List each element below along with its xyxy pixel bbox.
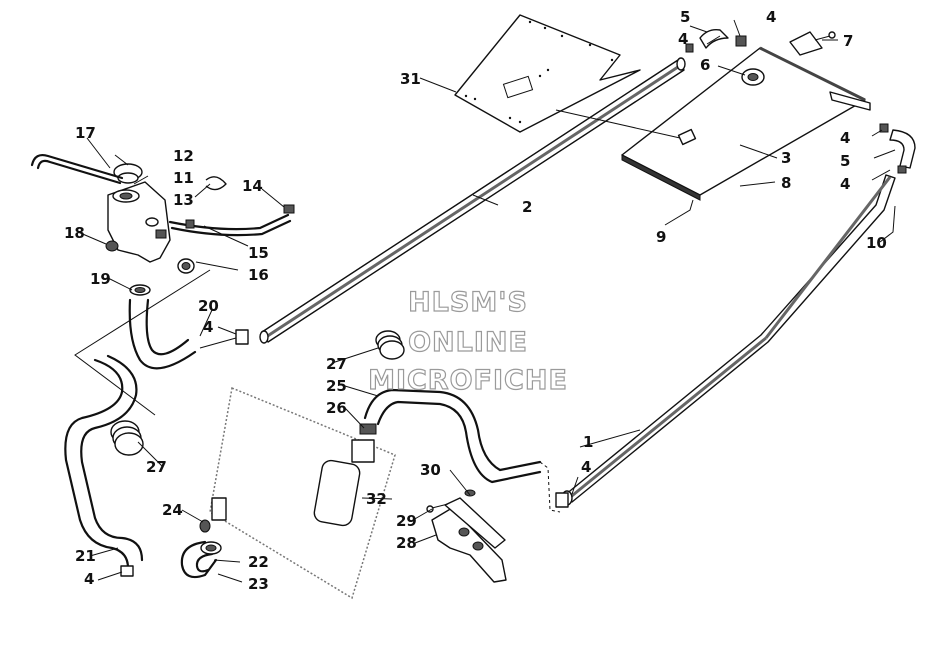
callout-28: 28	[396, 534, 417, 552]
part-17-vent-hose	[30, 153, 124, 185]
callout-4-upper: 4	[678, 30, 688, 48]
callout-5-right: 5	[840, 152, 850, 170]
callout-2: 2	[522, 198, 532, 216]
callout-19: 19	[90, 270, 111, 288]
part-25-hose	[359, 388, 542, 484]
callout-10: 10	[866, 234, 887, 252]
part-12-cap	[113, 163, 143, 184]
part-24-clamp	[199, 519, 211, 533]
part-29-bolt	[426, 503, 449, 513]
callout-5-upper: 5	[680, 8, 690, 26]
part-19-clamp	[129, 284, 151, 296]
callout-13: 13	[173, 191, 194, 209]
callout-4-hose-21: 4	[84, 570, 94, 588]
callout-12: 12	[173, 147, 194, 165]
callout-26: 26	[326, 399, 347, 417]
callout-7: 7	[843, 32, 853, 50]
callout-22: 22	[248, 553, 269, 571]
part-11-coolant-reservoir	[107, 181, 171, 263]
callout-15: 15	[248, 244, 269, 262]
part-5-right-elbow	[879, 123, 916, 174]
part-7-bracket-bolt	[789, 31, 836, 56]
callout-17: 17	[75, 124, 96, 142]
part-21-hose	[64, 354, 144, 577]
callout-9: 9	[656, 228, 666, 246]
watermark-line-1: HLSM'S	[408, 287, 528, 318]
watermark: HLSM'S ONLINE MICROFICHE	[367, 286, 568, 396]
part-20-hose	[128, 298, 249, 370]
callout-3: 3	[781, 149, 791, 167]
watermark-line-2: ONLINE	[408, 327, 528, 358]
part-3-rear-heat-exchanger	[621, 46, 871, 201]
part-6-cap	[741, 68, 765, 86]
callout-4-hose-20: 4	[203, 318, 213, 336]
part-1-right-rail	[561, 174, 896, 506]
callout-1: 1	[583, 433, 593, 451]
part-27-clamp-middle	[375, 330, 405, 360]
callout-31: 31	[400, 70, 421, 88]
callout-27-middle: 27	[326, 355, 347, 373]
part-22-clamp	[200, 541, 222, 555]
part-5-upper-elbow	[685, 28, 747, 53]
hose-routing-outline	[74, 269, 211, 416]
callout-4-right-upper: 4	[840, 129, 850, 147]
callout-27-left: 27	[146, 458, 167, 476]
callout-18: 18	[64, 224, 85, 242]
part-28-bracket	[431, 497, 507, 583]
callout-32: 32	[366, 490, 387, 508]
part-31-plate	[454, 14, 641, 133]
watermark-line-3: MICROFICHE	[368, 365, 568, 396]
callout-11: 11	[173, 169, 194, 187]
callout-25: 25	[326, 377, 347, 395]
callout-labels: 1 2 3 4 4 4 4 4 4 4 5 5 6 7 8 9 10 11 12…	[64, 8, 887, 593]
part-15-overflow-hose	[168, 204, 295, 237]
part-27-clamp-left	[110, 420, 144, 456]
callout-16: 16	[248, 266, 269, 284]
part-32-radiator	[209, 386, 396, 600]
part-13-clamp	[205, 176, 227, 191]
part-18-grommet	[105, 240, 119, 252]
callout-6: 6	[700, 56, 710, 74]
callout-21: 21	[75, 547, 96, 565]
callout-23: 23	[248, 575, 269, 593]
part-2-heat-exchanger-rail	[259, 57, 686, 344]
part-23-lower-hose	[180, 540, 218, 579]
callout-30: 30	[420, 461, 441, 479]
callout-4-right-lower: 4	[840, 175, 850, 193]
callout-29: 29	[396, 512, 417, 530]
callout-14: 14	[242, 177, 263, 195]
callout-4-rail-1: 4	[581, 458, 591, 476]
callout-8: 8	[781, 174, 791, 192]
callout-24: 24	[162, 501, 183, 519]
hose-joint-dashed	[539, 461, 569, 513]
part-16-fitting	[177, 258, 195, 274]
leader-lines	[77, 19, 896, 583]
callout-20: 20	[198, 297, 219, 315]
callout-4-top: 4	[766, 8, 776, 26]
